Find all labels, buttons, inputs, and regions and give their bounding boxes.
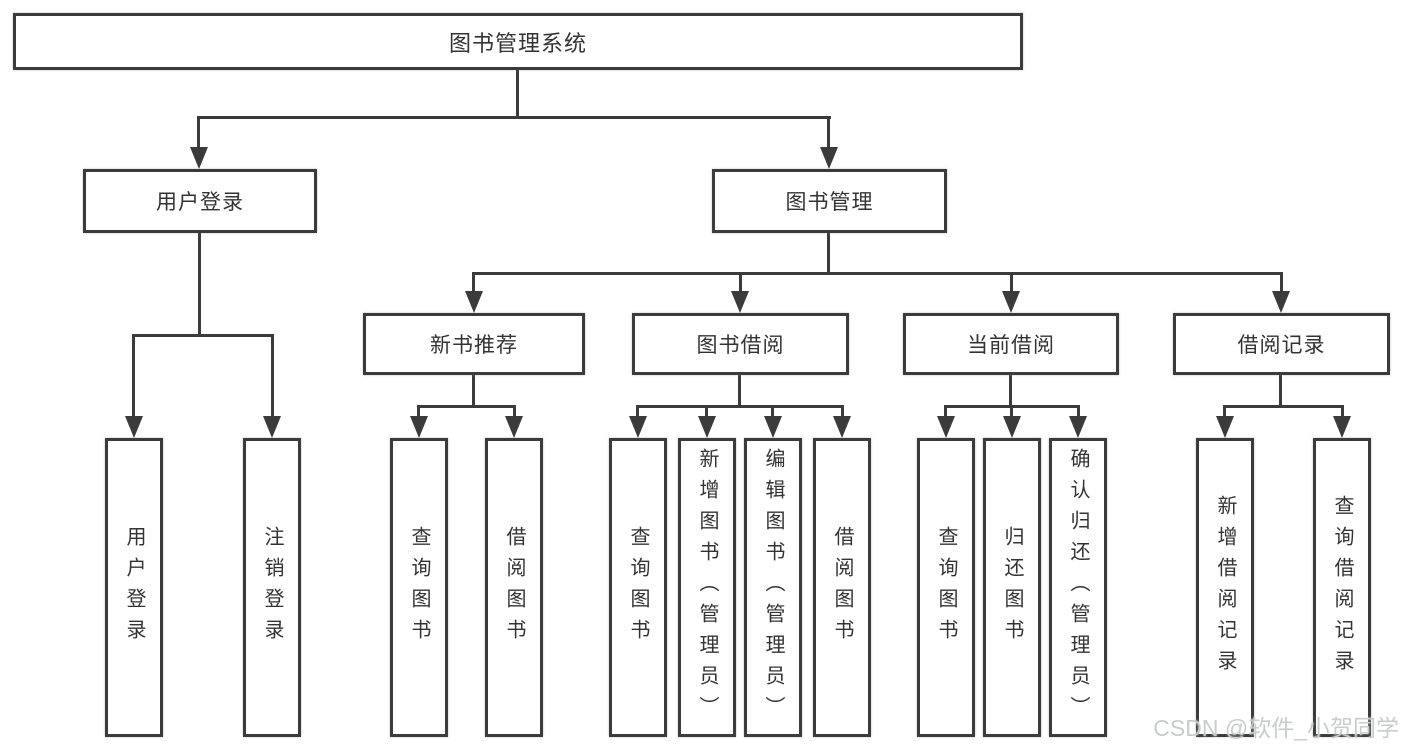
connector-root-stem: [516, 69, 519, 119]
connector-leaf-drop: [1077, 405, 1080, 418]
node-label: 查询图书: [408, 525, 430, 650]
arrow-down-icon: [505, 416, 523, 438]
arrow-down-icon: [820, 147, 838, 169]
arrow-down-icon: [833, 416, 851, 438]
node-label: 编辑图书（管理员）: [762, 448, 784, 727]
connector-leaf-drop: [944, 405, 947, 418]
connector-root-hline: [197, 116, 831, 119]
arrow-down-icon: [629, 416, 647, 438]
leaf-logout: 注销登录: [243, 438, 301, 737]
leaf-query-borrow-record: 查询借阅记录: [1313, 438, 1371, 737]
arrow-down-icon: [1333, 416, 1351, 438]
node-label: 查询图书: [935, 525, 957, 650]
node-label: 用户登录: [156, 191, 244, 214]
node-label: 注销登录: [261, 525, 283, 650]
connector-leaf-drop: [132, 334, 135, 418]
node-new-book-recommend: 新书推荐: [363, 313, 585, 375]
connector-user-login-stem: [198, 233, 201, 337]
leaf-add-borrow-record: 新增借阅记录: [1196, 438, 1254, 737]
connector-group-stem: [472, 375, 475, 408]
connector-book-mgmt-stem: [827, 233, 830, 275]
node-user-login: 用户登录: [83, 169, 317, 233]
connector-leaf-drop: [1010, 405, 1013, 418]
connector-leaf-drop: [636, 405, 639, 418]
node-library-management-system: 图书管理系统: [13, 13, 1023, 70]
arrow-down-icon: [410, 416, 428, 438]
node-borrowing-records: 借阅记录: [1173, 313, 1390, 375]
connector-group-hline: [636, 405, 844, 408]
leaf-add-books-admin: 新增图书（管理员）: [678, 438, 736, 737]
leaf-edit-books-admin: 编辑图书（管理员）: [744, 438, 802, 737]
node-current-borrowing: 当前借阅: [903, 313, 1119, 375]
arrow-down-icon: [937, 416, 955, 438]
node-label: 新书推荐: [430, 334, 518, 357]
connector-group-hline: [1223, 405, 1344, 408]
arrow-down-icon: [698, 416, 716, 438]
node-label: 归还图书: [1001, 525, 1023, 650]
connector-group-drop: [739, 272, 742, 293]
connector-user-login-hline: [132, 334, 274, 337]
connector-leaf-drop: [513, 405, 516, 418]
connector-leaf-drop: [1341, 405, 1344, 418]
watermark: CSDN @软件_小贺同学: [1153, 715, 1399, 741]
arrow-down-icon: [764, 416, 782, 438]
node-label: 新增图书（管理员）: [696, 448, 718, 727]
connector-group-drop: [1280, 272, 1283, 293]
connector-leaf-drop: [705, 405, 708, 418]
connector-user-login-drop: [197, 116, 200, 149]
connector-leaf-drop: [271, 334, 274, 418]
arrow-down-icon: [1003, 416, 1021, 438]
node-label: 用户登录: [123, 525, 145, 650]
leaf-return-books: 归还图书: [983, 438, 1041, 737]
node-book-management: 图书管理: [712, 169, 947, 233]
node-label: 借阅图书: [831, 525, 853, 650]
arrow-down-icon: [1069, 416, 1087, 438]
node-book-borrowing: 图书借阅: [632, 313, 849, 375]
connector-group-stem: [1279, 375, 1282, 408]
node-label: 新增借阅记录: [1214, 494, 1236, 681]
connector-leaf-drop: [841, 405, 844, 418]
connector-group-drop: [472, 272, 475, 293]
node-label: 借阅图书: [503, 525, 525, 650]
node-label: 查询图书: [627, 525, 649, 650]
connector-group-stem: [1009, 375, 1012, 408]
arrow-down-icon: [1002, 291, 1020, 313]
connector-group-stem: [738, 375, 741, 408]
connector-leaf-drop: [417, 405, 420, 418]
arrow-down-icon: [465, 291, 483, 313]
connector-leaf-drop: [771, 405, 774, 418]
leaf-query-books-current: 查询图书: [917, 438, 975, 737]
node-label: 当前借阅: [967, 334, 1055, 357]
node-label: 图书借阅: [696, 334, 785, 357]
leaf-borrow-books-recommend: 借阅图书: [485, 438, 543, 737]
connector-group-drop: [1010, 272, 1013, 293]
connector-leaf-drop: [1223, 405, 1226, 418]
leaf-user-login: 用户登录: [105, 438, 163, 737]
arrow-down-icon: [190, 147, 208, 169]
arrow-down-icon: [1216, 416, 1234, 438]
node-label: 查询借阅记录: [1331, 494, 1353, 681]
connector-group-hline: [417, 405, 516, 408]
leaf-borrow-books: 借阅图书: [813, 438, 871, 737]
connector-book-mgmt-hline: [472, 272, 1283, 275]
node-label: 图书管理: [785, 191, 874, 214]
leaf-confirm-return-admin: 确认归还（管理员）: [1049, 438, 1107, 737]
connector-book-mgmt-drop: [827, 116, 830, 149]
arrow-down-icon: [731, 291, 749, 313]
arrow-down-icon: [263, 416, 281, 438]
arrow-down-icon: [1272, 291, 1290, 313]
node-label: 确认归还（管理员）: [1067, 448, 1089, 727]
leaf-query-books-borrowing: 查询图书: [609, 438, 667, 737]
node-label: 借阅记录: [1237, 334, 1326, 357]
node-label: 图书管理系统: [448, 30, 587, 56]
arrow-down-icon: [125, 416, 143, 438]
leaf-query-books-recommend: 查询图书: [390, 438, 448, 737]
